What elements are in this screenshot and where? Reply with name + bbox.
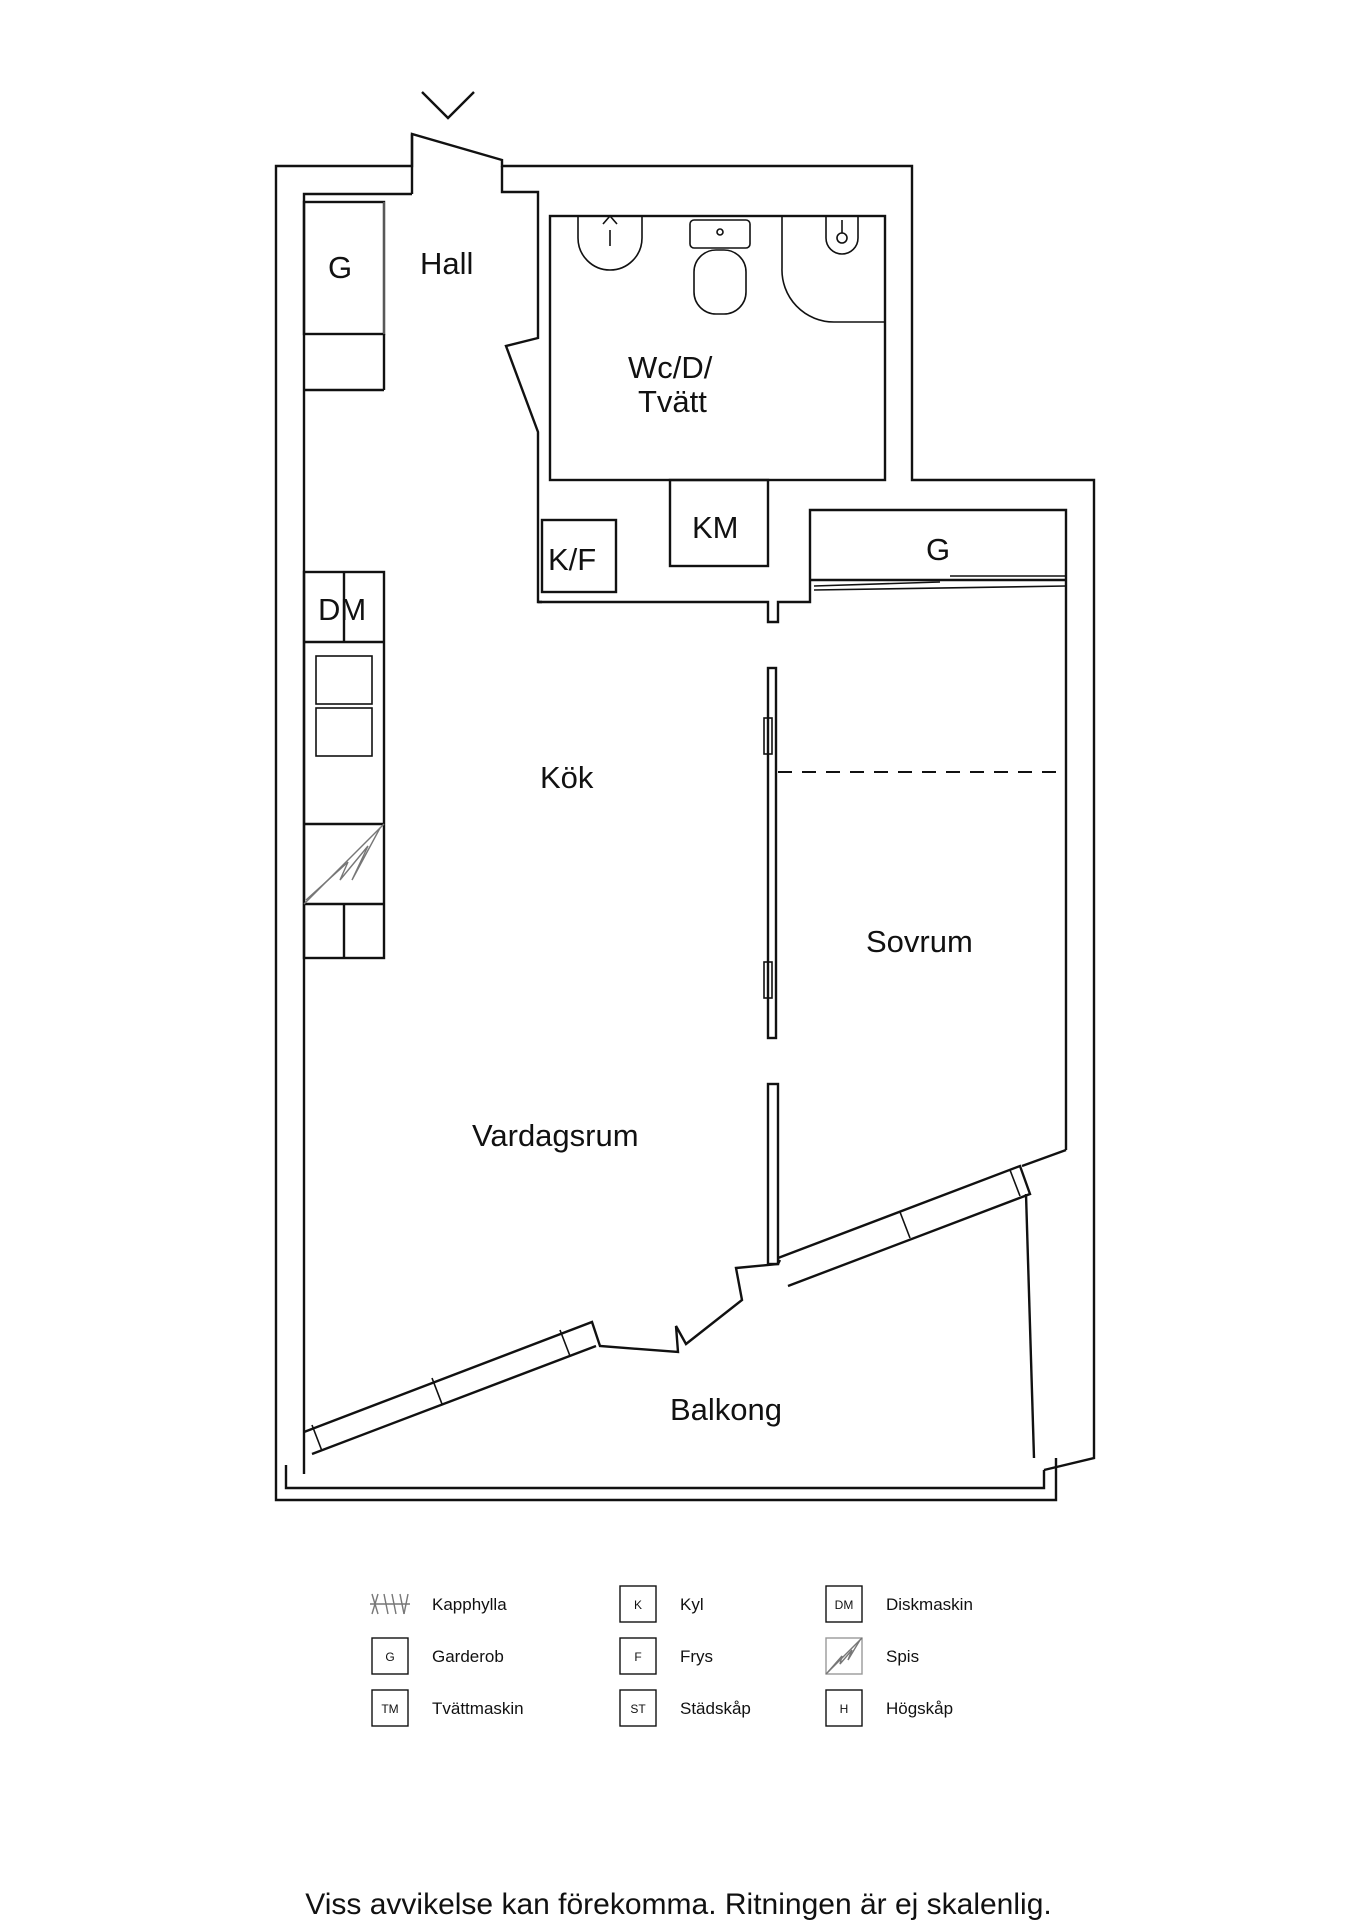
legend-item-diskmaskin: DM Diskmaskin (825, 1585, 973, 1623)
legend-code: H (840, 1702, 849, 1716)
legend-code: G (385, 1650, 394, 1664)
stove-icon (827, 1639, 861, 1673)
legend-code: F (634, 1650, 641, 1664)
legend-item-kapphylla: Kapphylla (370, 1593, 507, 1615)
legend-label: Högskåp (886, 1699, 953, 1718)
room-label-bathroom-2: Tvätt (638, 384, 707, 419)
legend-label: Garderob (432, 1647, 504, 1666)
room-label-bedroom-wardrobe: G (926, 532, 950, 567)
room-label-hall: Hall (420, 246, 473, 281)
bathroom (548, 214, 887, 482)
legend-item-spis: Spis (825, 1637, 919, 1675)
room-label-dm: DM (318, 592, 366, 627)
legend-item-frys: F Frys (619, 1637, 713, 1675)
room-label-bedroom: Sovrum (866, 924, 973, 959)
room-label-hall-wardrobe: G (328, 250, 352, 285)
coat-rack-icon (370, 1593, 410, 1615)
outer-walls (274, 132, 1096, 1497)
legend-item-hogskap: H Högskåp (825, 1689, 953, 1727)
entrance-arrow-icon (421, 91, 475, 120)
room-label-kf: K/F (548, 542, 596, 577)
legend-label: Diskmaskin (886, 1595, 973, 1614)
legend-item-stadskap: ST Städskåp (619, 1689, 751, 1727)
room-label-balcony: Balkong (670, 1392, 782, 1427)
legend-label: Tvättmaskin (432, 1699, 524, 1718)
kitchen-counter (302, 570, 386, 960)
legend-label: Spis (886, 1647, 919, 1666)
room-label-living: Vardagsrum (472, 1118, 639, 1153)
legend-label: Kyl (680, 1595, 704, 1614)
disclaimer-text: Viss avvikelse kan förekomma. Ritningen … (305, 1888, 1052, 1921)
legend-item-garderob: G Garderob (371, 1637, 504, 1675)
legend-code: TM (381, 1702, 398, 1716)
legend-code: DM (835, 1598, 854, 1612)
km-box (668, 478, 770, 568)
window-wall (303, 1164, 1032, 1456)
hall-wardrobe (302, 200, 386, 392)
room-label-km: KM (692, 510, 739, 545)
legend-code: ST (630, 1702, 646, 1716)
legend: Kapphylla G Garderob TM Tvättmaskin K Ky… (370, 1585, 973, 1727)
bedroom-wardrobe (810, 575, 1067, 591)
kf-box (540, 518, 618, 594)
partition-wall (763, 666, 1066, 1266)
legend-code: K (634, 1598, 642, 1612)
balcony (274, 1193, 1058, 1502)
legend-label: Kapphylla (432, 1595, 507, 1614)
room-label-bathroom-1: Wc/D/ (628, 350, 713, 385)
legend-item-tvattmaskin: TM Tvättmaskin (371, 1689, 524, 1727)
legend-label: Frys (680, 1647, 713, 1666)
stove-icon (305, 827, 381, 901)
legend-item-kyl: K Kyl (619, 1585, 704, 1623)
room-label-kitchen: Kök (540, 760, 594, 795)
legend-label: Städskåp (680, 1699, 751, 1718)
